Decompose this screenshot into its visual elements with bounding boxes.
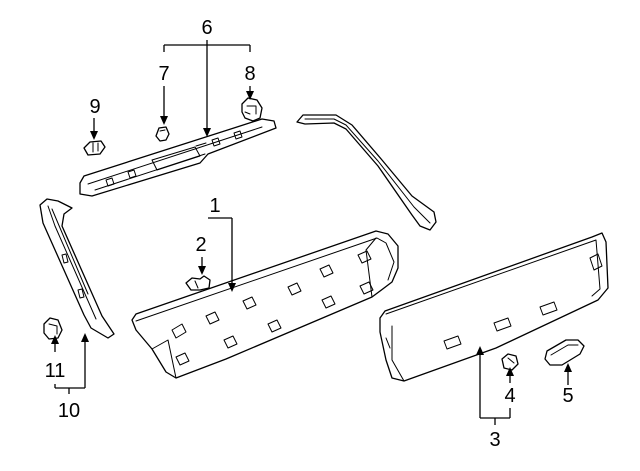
center-trim-panel-part	[131, 230, 399, 379]
leader-arrowheads	[51, 91, 572, 376]
clip-7-part	[155, 126, 170, 142]
upper-garnish-part	[79, 118, 277, 197]
leader-lines	[54, 40, 569, 425]
callout-4: 4	[504, 385, 515, 407]
upper-molding-rail	[296, 114, 437, 231]
clip-9-part	[83, 140, 106, 156]
lower-trim-panel-part	[379, 232, 609, 382]
callout-7: 7	[158, 63, 169, 85]
clip-4-part	[501, 353, 519, 371]
callout-11: 11	[45, 360, 66, 382]
cap-5-part	[544, 339, 585, 366]
callout-1: 1	[209, 195, 220, 217]
callout-8: 8	[244, 63, 255, 85]
callout-3: 3	[489, 429, 500, 451]
push-clip-2-part	[185, 275, 211, 291]
callout-6: 6	[201, 17, 212, 39]
callout-labels: 6 7 8 9 1 2 11 10 4 5 3	[45, 17, 574, 451]
callout-10: 10	[58, 400, 80, 422]
pillar-garnish-part	[39, 198, 115, 339]
callout-2: 2	[195, 234, 206, 256]
clip-8-part	[241, 97, 263, 122]
callout-5: 5	[562, 385, 573, 407]
callout-9: 9	[89, 96, 100, 118]
clip-11-part	[43, 317, 63, 340]
